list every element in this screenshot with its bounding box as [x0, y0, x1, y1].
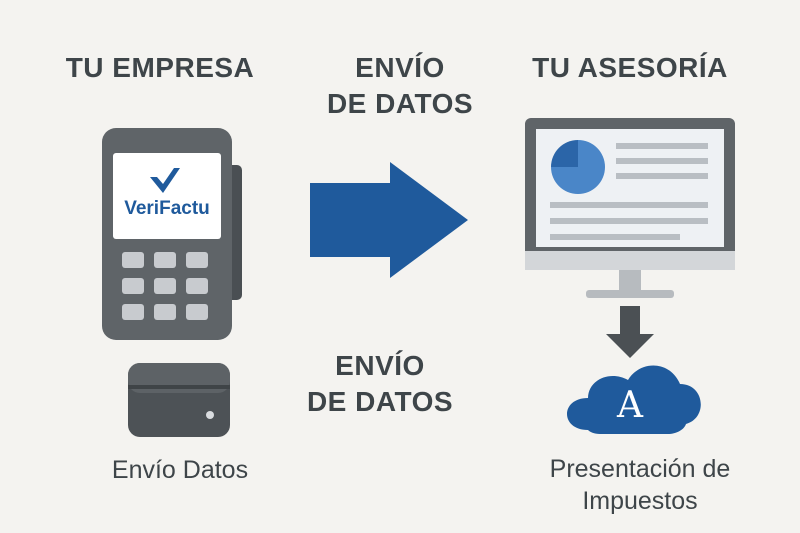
- key: [186, 252, 208, 268]
- transfer-heading-top: ENVÍO DE DATOS: [300, 50, 500, 122]
- transfer-heading-top-line1: ENVÍO: [355, 52, 445, 83]
- tax-caption-line1: Presentación de: [549, 455, 731, 483]
- monitor-chin: [525, 250, 735, 270]
- transfer-heading-top-line2: DE DATOS: [326, 88, 474, 119]
- transfer-heading-bottom-line2: DE DATOS: [306, 386, 454, 417]
- key: [154, 278, 176, 294]
- checkmark-v-icon: [150, 168, 180, 193]
- storage-device: [128, 363, 230, 437]
- key: [154, 252, 176, 268]
- document-line: [616, 143, 708, 149]
- key: [186, 304, 208, 320]
- key: [122, 278, 144, 294]
- key: [122, 252, 144, 268]
- cloud-icon: [567, 365, 701, 434]
- terminal-keypad: [122, 252, 208, 320]
- pos-terminal: [102, 128, 242, 340]
- key: [186, 278, 208, 294]
- monitor-neck: [619, 270, 641, 290]
- down-arrow-icon: [606, 306, 654, 358]
- key: [122, 304, 144, 320]
- document-line: [550, 234, 680, 240]
- tax-caption-line2: Impuestos: [582, 487, 698, 515]
- tax-caption: Presentación de Impuestos: [505, 453, 775, 517]
- terminal-screen: [113, 153, 221, 239]
- document-line: [550, 202, 708, 208]
- document-line: [616, 173, 708, 179]
- cloud-letter: A: [617, 385, 643, 426]
- monitor-base: [586, 290, 674, 298]
- transfer-heading-bottom: ENVÍO DE DATOS: [280, 348, 480, 420]
- storage-led: [206, 411, 214, 419]
- key: [154, 304, 176, 320]
- device-caption: Envío Datos: [111, 456, 249, 484]
- monitor: [525, 118, 735, 298]
- document-line: [616, 158, 708, 164]
- document-line: [550, 218, 708, 224]
- advisory-heading: TU ASESORÍA: [532, 52, 728, 83]
- verifactu-brand: VeriFactu: [124, 198, 210, 219]
- company-heading: TU EMPRESA: [65, 52, 255, 83]
- data-transfer-arrow-icon: [310, 162, 468, 278]
- transfer-heading-bottom-line1: ENVÍO: [335, 350, 425, 381]
